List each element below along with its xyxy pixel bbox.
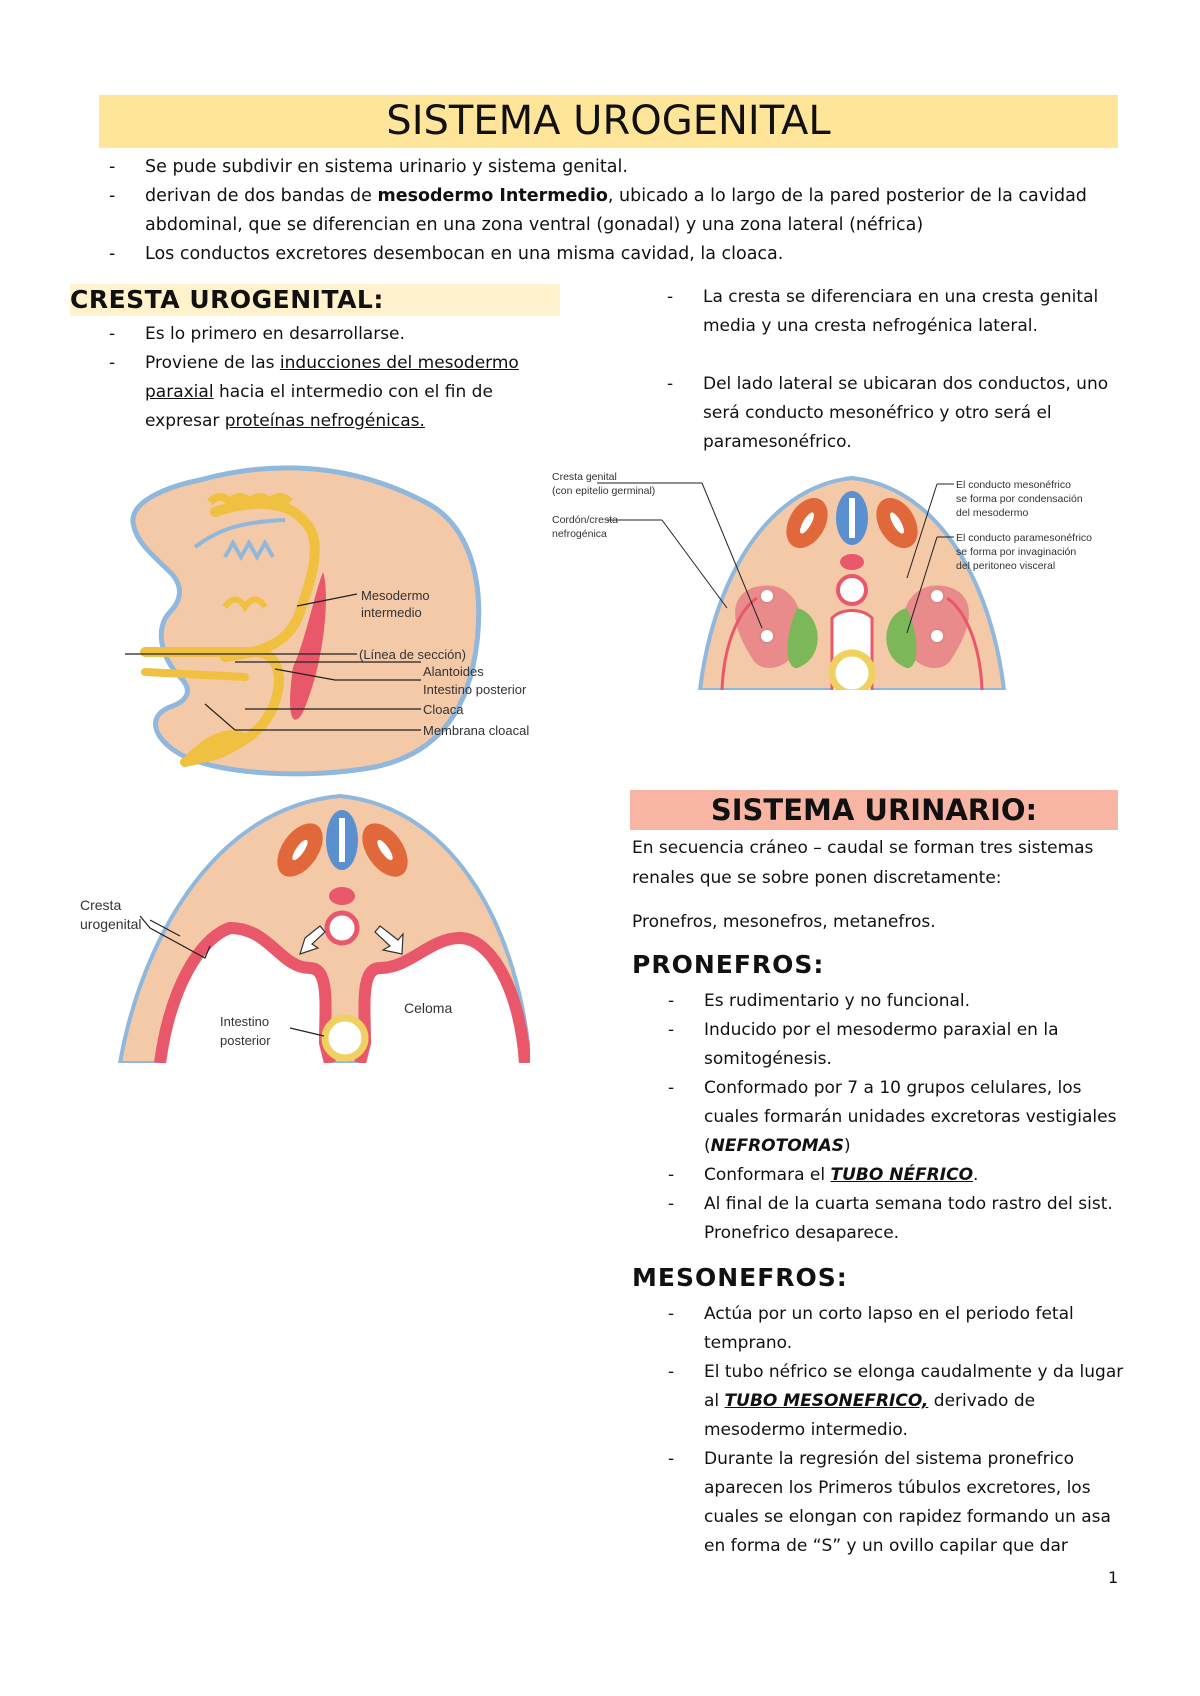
label-mesodermo: Mesodermo	[361, 588, 430, 603]
bold-term: mesodermo Intermedio	[377, 186, 608, 206]
list-item: -Inducido por el mesodermo paraxial en l…	[668, 1020, 1059, 1069]
cresta-right-bullet-list: -La cresta se diferenciara en una cresta…	[667, 283, 1123, 457]
list-item: -Los conductos excretores desembocan en …	[109, 244, 784, 264]
label-cresta-genital: Cresta genital	[552, 471, 617, 483]
list-item: -Proviene de las inducciones del mesoder…	[109, 353, 519, 431]
pronefros-bullet-list: -Es rudimentario y no funcional. -Induci…	[668, 987, 1124, 1248]
label-linea-seccion: (Línea de sección)	[359, 647, 466, 662]
section-heading-urinario: SISTEMA URINARIO:	[630, 790, 1118, 830]
emphasis-nefrotomas: NEFROTOMAS	[710, 1136, 845, 1156]
list-item: -Actúa por un corto lapso en el periodo …	[668, 1304, 1074, 1353]
label-celoma: Celoma	[404, 1000, 452, 1016]
label-conducto-paramesonefrico: El conducto paramesonéfrico	[956, 532, 1092, 544]
list-item: -derivan de dos bandas de mesodermo Inte…	[109, 186, 1087, 235]
emphasis-tubo-nefrico: TUBO NÉFRICO	[830, 1165, 974, 1185]
emphasis-tubo-mesonefrico: TUBO MESONEFRICO,	[724, 1391, 929, 1411]
section-heading-cresta: CRESTA UROGENITAL:	[70, 284, 560, 316]
urinario-list-line: Pronefros, mesonefros, metanefros.	[632, 912, 936, 932]
list-item: -Es lo primero en desarrollarse.	[109, 324, 405, 344]
urinario-intro-text: En secuencia cráneo – caudal se forman t…	[632, 838, 1094, 888]
list-item: -Al final de la cuarta semana todo rastr…	[668, 1194, 1113, 1243]
svg-text:del mesodermo: del mesodermo	[956, 507, 1029, 519]
list-item: -Conformara el TUBO NÉFRICO.	[668, 1165, 979, 1185]
label-intestino-posterior: Intestino	[220, 1014, 269, 1029]
label-alantoides: Alantoides	[423, 664, 484, 679]
label-cordon-nefrogenico: Cordón/cresta	[552, 514, 618, 526]
embryo-sagittal-figure: Mesodermo intermedio (Línea de sección) …	[125, 462, 575, 777]
list-item: -Durante la regresión del sistema pronef…	[668, 1449, 1111, 1556]
svg-text:se forma por condensación: se forma por condensación	[956, 493, 1083, 505]
cross-section-ducts-figure: Cresta genital (con epitelio germinal) C…	[552, 468, 1200, 690]
mesonefros-bullet-list: -Actúa por un corto lapso en el periodo …	[668, 1300, 1124, 1561]
label-cloaca: Cloaca	[423, 702, 464, 717]
svg-text:posterior: posterior	[220, 1033, 271, 1048]
list-item: -La cresta se diferenciara en una cresta…	[667, 287, 1099, 336]
svg-text:(con epitelio germinal): (con epitelio germinal)	[552, 485, 655, 497]
label-conducto-mesonefrico: El conducto mesonéfrico	[956, 479, 1071, 491]
svg-text:nefrogénica: nefrogénica	[552, 528, 607, 540]
list-item: -El tubo néfrico se elonga caudalmente y…	[668, 1362, 1124, 1440]
list-item: -Se pude subdivir en sistema urinario y …	[109, 157, 628, 177]
page-title: SISTEMA UROGENITAL	[99, 95, 1118, 148]
page-number: 1	[1108, 1568, 1119, 1587]
cresta-bullet-list: -Es lo primero en desarrollarse. -Provie…	[109, 320, 565, 436]
intro-bullet-list: -Se pude subdivir en sistema urinario y …	[109, 153, 1115, 269]
list-item: -Es rudimentario y no funcional.	[668, 991, 971, 1011]
list-item: -Conformado por 7 a 10 grupos celulares,…	[668, 1078, 1117, 1156]
svg-text:se forma por invaginación: se forma por invaginación	[956, 546, 1076, 558]
label-intermedio: intermedio	[361, 605, 422, 620]
list-item: -Del lado lateral se ubicaran dos conduc…	[667, 374, 1109, 452]
section-heading-mesonefros: MESONEFROS:	[632, 1263, 848, 1292]
section-heading-pronefros: PRONEFROS:	[632, 950, 825, 979]
svg-text:del peritoneo visceral: del peritoneo visceral	[956, 560, 1055, 572]
label-membrana-cloacal: Membrana cloacal	[423, 723, 529, 738]
cross-section-ridge-figure: Cresta urogenital Celoma Intestino poste…	[80, 788, 530, 1063]
label-cresta-urogenital: Cresta	[80, 897, 121, 913]
label-intestino-posterior: Intestino posterior	[423, 682, 527, 697]
urinario-intro: En secuencia cráneo – caudal se forman t…	[632, 833, 1122, 937]
svg-text:urogenital: urogenital	[80, 916, 142, 932]
